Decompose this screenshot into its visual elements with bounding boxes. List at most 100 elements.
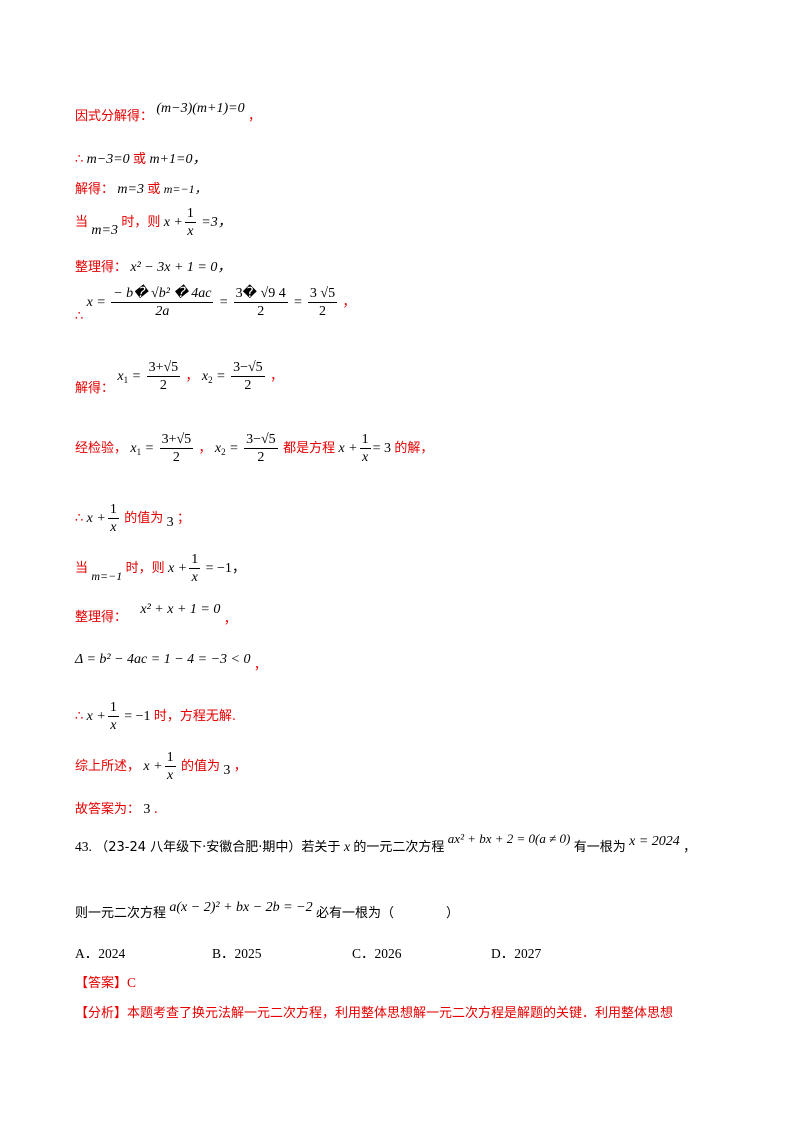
quad-lhs: x = xyxy=(86,294,106,310)
factor-line: 因式分解得： (m−3)(m+1)=0 ， xyxy=(75,101,261,125)
option-a[interactable]: A．2024 xyxy=(75,942,125,962)
factor-comma: ， xyxy=(247,109,261,124)
therefore-symbol-4: ∴ xyxy=(75,709,84,725)
x1-num: 3+√5 xyxy=(146,360,181,378)
option-b-letter: B． xyxy=(212,946,235,961)
option-c-letter: C． xyxy=(352,946,375,961)
quadratic-formula-line: ∴ x = − b� √b² � 4ac 2a = 3� √9 4 2 = 3 … xyxy=(75,286,356,324)
roots-line: ∴ m−3=0 或 m+1=0， xyxy=(75,148,206,168)
answer-period: . xyxy=(153,802,158,817)
value-semicolon: ； xyxy=(176,511,190,527)
x1-den: 2 xyxy=(159,378,167,394)
option-c-value: 2026 xyxy=(374,946,402,961)
factor-equation: (m−3)(m+1)=0 xyxy=(156,101,245,116)
when-then-text: 时，则 xyxy=(121,215,161,231)
option-b[interactable]: B．2025 xyxy=(212,942,262,962)
check-x1-den: 2 xyxy=(172,450,180,466)
quad-den-3: 2 xyxy=(319,304,327,320)
question-eq2: x = 2024 xyxy=(629,834,680,849)
quad-num-3: 3 √5 xyxy=(307,286,338,304)
answer-text-value: 3 xyxy=(143,802,151,817)
quad-den-2: 2 xyxy=(257,304,265,320)
summary-end: ， xyxy=(233,759,247,775)
question-line-1: 43. （23-24 八年级下·安徽合肥·期中）若关于 x 的一元二次方程 ax… xyxy=(75,831,697,856)
delta-comma: ， xyxy=(253,658,267,673)
value-is-text: 的值为 xyxy=(124,511,164,527)
solve2-label: 解得： xyxy=(75,381,115,397)
quad-fraction-3: 3 √5 2 xyxy=(307,286,338,320)
therefore-symbol-2: ∴ xyxy=(75,308,84,324)
check-x2-den: 2 xyxy=(257,450,265,466)
analysis-text: 本题考查了换元法解一元二次方程，利用整体思想解一元二次方程是解题的关键．利用整体… xyxy=(127,1006,674,1021)
question-var: x xyxy=(343,840,351,855)
option-d-letter: D． xyxy=(491,946,515,961)
when-text: 当 xyxy=(75,215,89,231)
option-a-letter: A． xyxy=(75,946,99,961)
value-three: 3 xyxy=(166,515,174,531)
question-comma: ， xyxy=(683,840,697,855)
option-a-value: 2024 xyxy=(98,946,126,961)
when-m3: m=3 xyxy=(91,223,118,239)
solve-m2: m=−1， xyxy=(163,182,207,196)
analysis-block: 【分析】本题考查了换元法解一元二次方程，利用整体思想解一元二次方程是解题的关键．… xyxy=(75,1002,673,1021)
tidy2-eq: x² + x + 1 = 0 xyxy=(140,602,221,617)
when-then-text-2: 时，则 xyxy=(125,561,165,577)
x2-num: 3−√5 xyxy=(231,360,265,378)
question-eq3: a(x − 2)² + bx − 2b = −2 xyxy=(169,900,313,915)
roots-eq1: m−3=0 xyxy=(86,152,130,167)
roots-eq2: m+1=0， xyxy=(149,152,207,167)
tidy2-label: 整理得： xyxy=(75,610,128,625)
question-number: 43. xyxy=(75,839,92,854)
solve-m-line: 解得： m=3 或 m=−1， xyxy=(75,178,207,198)
quad-fraction-1: − b� √b² � 4ac 2a xyxy=(111,286,214,320)
quad-num-1: − b� √b² � 4ac xyxy=(111,286,214,304)
summary-label: 综上所述， xyxy=(75,759,141,775)
summary-three: 3 xyxy=(223,763,231,779)
question-line-2: 则一元二次方程 a(x − 2)² + bx − 2b = −2 必有一根为（ … xyxy=(75,900,459,922)
solve-m1: m=3 xyxy=(117,182,144,197)
answer-line: 故答案为： 3 . xyxy=(75,798,158,818)
option-b-value: 2025 xyxy=(234,946,262,961)
quad-num-2: 3� √9 4 xyxy=(233,286,288,304)
tidy1-line: 整理得： x² − 3x + 1 = 0， xyxy=(75,256,231,276)
option-c[interactable]: C．2026 xyxy=(352,942,402,962)
or-text: 或 xyxy=(133,152,147,167)
question-text3: 则一元二次方程 xyxy=(75,906,167,921)
therefore-symbol: ∴ xyxy=(75,152,84,167)
when-m-1-eq: = −1， xyxy=(205,561,246,577)
tidy1-label: 整理得： xyxy=(75,260,128,275)
check-x2-num: 3−√5 xyxy=(244,432,278,450)
answer-value: C xyxy=(127,975,137,990)
when-m3-eq: =3， xyxy=(201,215,232,231)
check-end-text: 的解， xyxy=(394,441,434,457)
option-d[interactable]: D．2027 xyxy=(491,942,541,962)
quad-comma: ， xyxy=(342,294,356,310)
question-text2: 有一根为 xyxy=(573,840,626,855)
question-eq1: ax² + bx + 2 = 0(a ≠ 0) xyxy=(447,831,571,846)
or-text-2: 或 xyxy=(147,182,161,197)
check-mid-text: 都是方程 xyxy=(283,441,336,457)
delta-line: Δ = b² − 4ac = 1 − 4 = −3 < 0 ， xyxy=(75,648,267,673)
tidy2-comma: ， xyxy=(223,612,237,627)
no-solution-text: 时，方程无解. xyxy=(153,709,237,725)
solve-label: 解得： xyxy=(75,182,115,197)
tidy1-eq: x² − 3x + 1 = 0， xyxy=(130,260,232,275)
question-text4: 必有一根为（ ） xyxy=(315,906,459,921)
question-source: （23-24 八年级下·安徽合肥·期中）若关于 xyxy=(95,840,341,855)
quad-den-1: 2a xyxy=(155,304,170,320)
